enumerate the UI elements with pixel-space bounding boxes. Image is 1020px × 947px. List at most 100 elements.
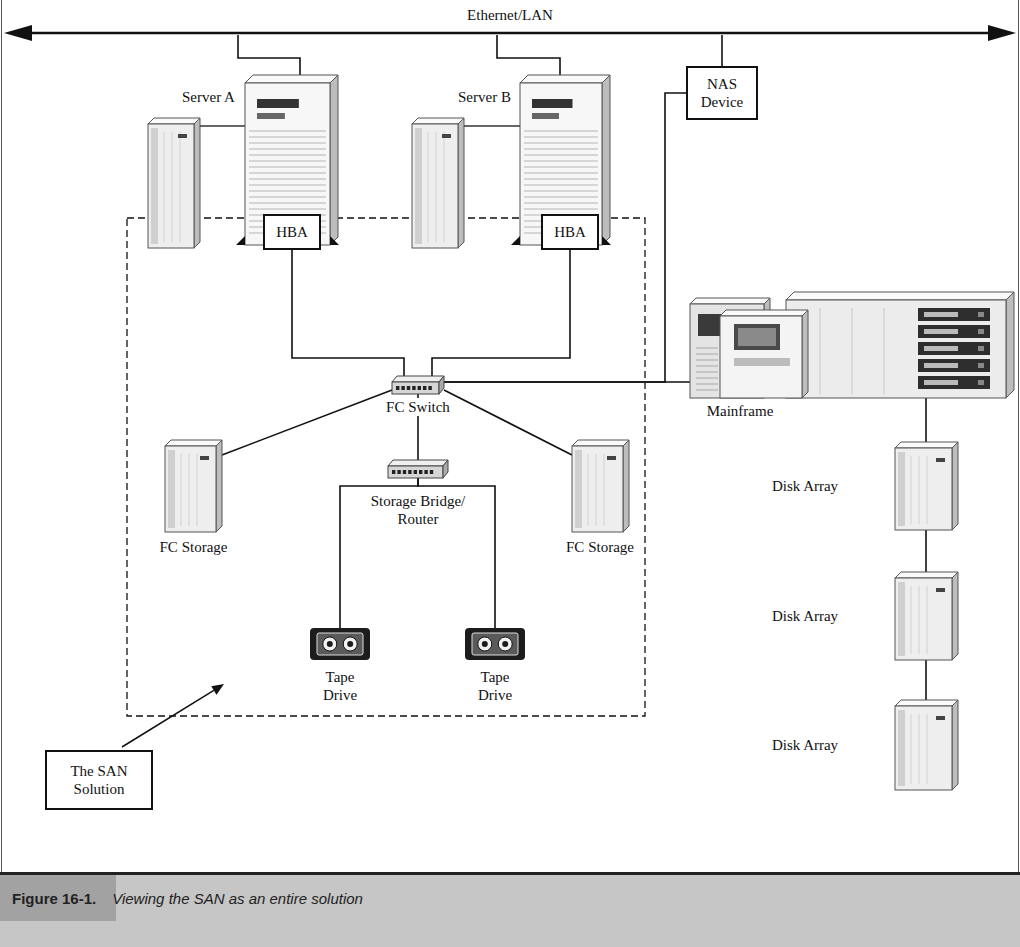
cabinet-groove [919,586,920,654]
switch-port [424,470,427,474]
tower-vent [249,185,326,186]
cabinet-front [165,446,216,532]
mainframe-grille [696,384,718,385]
device-label: Disk Array [760,477,850,495]
cabinet-groove [172,132,173,242]
cabinet-top [895,700,958,706]
switch-port [407,386,410,390]
connector [432,250,570,376]
fc-storage-picture [165,440,222,532]
switch-front [392,382,439,394]
tower-vent [524,179,598,180]
switch-side [443,460,448,478]
device-label: FC Storage [560,538,640,556]
cabinet-slot [936,588,945,592]
tower-bay [532,99,573,108]
nas-box: NAS Device [686,66,758,120]
switch-side [439,376,444,394]
switch-port [401,386,404,390]
tower-vent [524,143,598,144]
caption-row: Figure 16-1.Viewing the SAN as an entire… [0,875,363,921]
figure-number: Figure 16-1. [12,890,96,907]
mainframe-grille [696,366,718,367]
tower-vent [249,179,326,180]
tower-vent [524,131,598,132]
device-label: FC Switch [382,398,454,416]
drive-slot [924,346,958,351]
device-label: Disk Array [760,736,850,754]
switch-port [397,470,400,474]
mainframe-picture [690,288,1014,398]
box-text: HBA [276,223,308,241]
switch-port [403,470,406,474]
tower-vent [524,203,598,204]
cabinet-strip [415,128,422,244]
mainframe-console-side [802,310,808,398]
tape-hub [327,641,333,647]
fc-switch-picture [392,376,444,394]
caption-bar: Figure 16-1.Viewing the SAN as an entire… [0,872,1020,947]
tower-vent [524,167,598,168]
cabinet-groove [164,132,165,242]
tower-bay [257,99,299,108]
switch-port [392,470,395,474]
disk-array-picture [895,572,958,660]
connector [925,660,927,700]
fc-storage: FC Storage [165,440,222,532]
tape-drive-picture [310,628,370,660]
mainframe-grille [696,348,718,349]
cabinet-groove [436,132,437,242]
tower-vent [524,185,598,186]
tape-window [317,633,363,655]
connector [238,35,300,75]
fc-storage: FC Storage [572,440,629,532]
mainframe-panel-line [884,308,885,394]
cabinet-top [412,118,464,124]
console-screen-glass [738,328,776,346]
lan-arrowhead [4,25,32,41]
mainframe-panel-line [852,308,853,394]
drive-bay [918,325,990,338]
connector [222,390,392,455]
cabinet-top [895,572,958,578]
tape-hub [347,641,353,647]
lan-arrowhead [988,25,1016,41]
switch-port [423,386,426,390]
cabinet-strip [898,710,905,786]
tape-window [472,633,518,655]
lan-line [28,32,992,34]
cabinet-groove [180,132,181,242]
cabinet-groove [911,586,912,654]
tape-body [310,628,370,660]
tower-vent [524,173,598,174]
tape-hub [482,641,488,647]
bus-label: Ethernet/LAN [455,6,565,24]
switch-top [388,460,448,466]
cabinet-top [165,440,222,446]
connector [925,398,927,442]
console-keypad [734,358,790,366]
tower-bay [257,113,285,119]
tower-foot [236,236,245,245]
switch-top [392,376,444,382]
disk-array: Disk Array [895,572,958,660]
drive-bay [918,376,990,389]
tape-reel [478,637,492,651]
disk-array: Disk Array [895,442,958,530]
device-label: Tape Drive [312,668,368,704]
drive-led [978,329,984,334]
server-cable [464,125,520,126]
tower-vent [249,161,326,162]
mainframe-panel-line [820,308,821,394]
switch-port [414,470,417,474]
device-label: Tape Drive [467,668,523,704]
disk-array-picture [895,700,958,790]
cabinet-groove [197,454,198,526]
cabinet-front [895,706,952,790]
cabinet-strip [168,450,175,528]
cabinet-side [458,118,464,248]
cabinet-groove [428,132,429,242]
server-cable [200,125,245,126]
cabinet-slot [200,456,209,460]
